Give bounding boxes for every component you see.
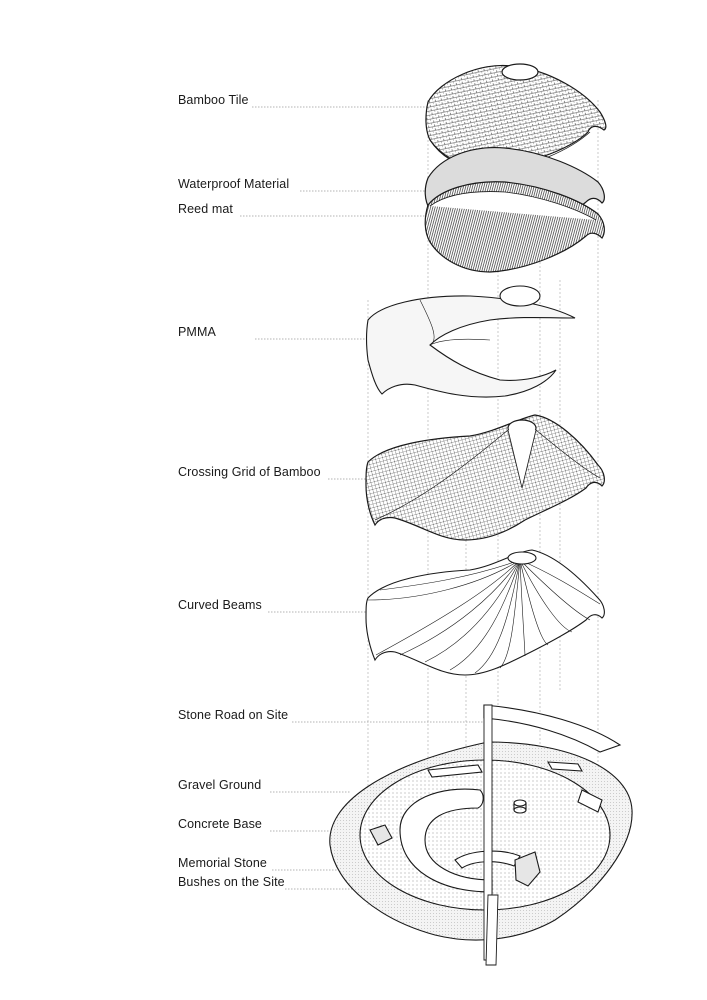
curved-beams-layer: [365, 549, 605, 676]
leader-lines: [240, 106, 484, 890]
site-base: [329, 704, 633, 966]
label-bushes: Bushes on the Site: [178, 875, 285, 889]
label-gravel-ground: Gravel Ground: [178, 778, 262, 792]
reed-mat-layer: [424, 181, 605, 273]
memorial-stone-shape: [514, 851, 541, 887]
crossing-grid-layer: [365, 414, 605, 541]
label-pmma: PMMA: [178, 325, 216, 339]
label-stone-road: Stone Road on Site: [178, 708, 289, 722]
label-waterproof-material: Waterproof Material: [178, 177, 290, 191]
label-reed-mat: Reed mat: [178, 202, 233, 216]
label-concrete-base: Concrete Base: [178, 817, 262, 831]
label-memorial-stone: Memorial Stone: [178, 856, 267, 870]
bamboo-tile-layer: [425, 63, 607, 171]
label-crossing-grid: Crossing Grid of Bamboo: [178, 465, 321, 479]
label-curved-beams: Curved Beams: [178, 598, 262, 612]
pmma-layer: [365, 285, 576, 398]
label-bamboo-tile: Bamboo Tile: [178, 93, 249, 107]
